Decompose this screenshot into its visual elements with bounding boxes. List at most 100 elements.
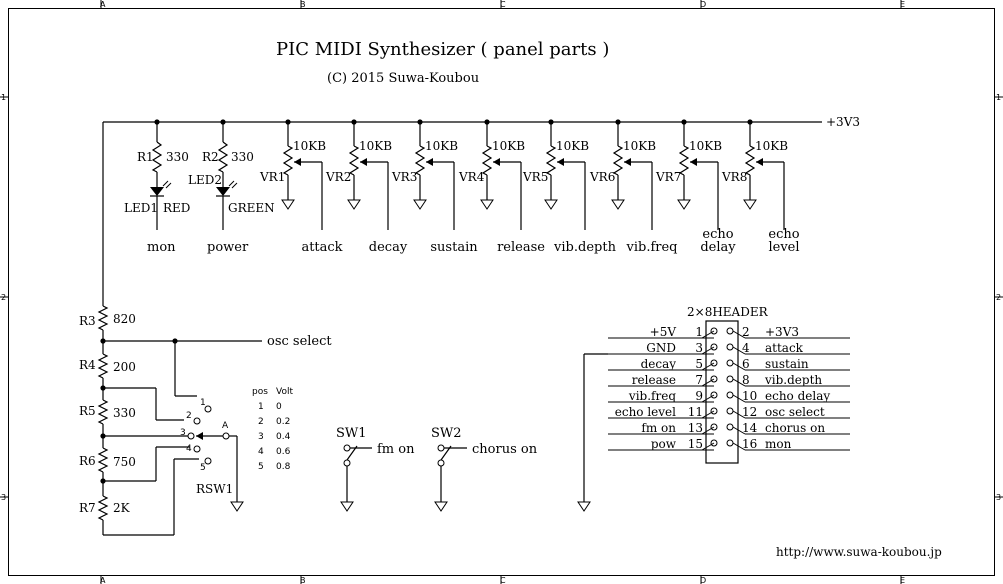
- frame-col-e-top: E: [900, 0, 905, 9]
- table-pos-2: 2: [258, 417, 264, 427]
- frame-col-a-bottom: A: [100, 576, 106, 584]
- svg-text:4: 4: [186, 444, 192, 454]
- resistor-r1-symbol: [151, 141, 163, 173]
- header-right-sig-7: chorus on: [765, 421, 825, 435]
- website-url: http://www.suwa-koubou.jp: [776, 545, 942, 559]
- frame-col-c-bottom: C: [500, 576, 506, 584]
- frame-col-e-bottom: E: [900, 576, 905, 584]
- pot-signal-5: vib.depth: [553, 240, 617, 255]
- header-right-sig-4: vib.depth: [764, 373, 822, 387]
- frame-col-c-top: C: [500, 0, 506, 9]
- led1-signal: mon: [147, 240, 176, 255]
- table-volt-3: 0.4: [276, 432, 291, 442]
- rotary-switch-rsw1: 1 2 3 4 5 A RSW1: [180, 398, 244, 512]
- header-left-pin-4: 7: [695, 373, 703, 387]
- frame-col-b-bottom: B: [300, 576, 306, 584]
- svg-text:1: 1: [200, 398, 206, 408]
- pot-signal-8-1: echo: [768, 227, 799, 242]
- frame-row-3-right: 3: [996, 493, 1001, 502]
- pot-value-1: 10KB: [293, 139, 326, 153]
- header-right-sig-1: +3V3: [765, 325, 799, 339]
- r2-value: 330: [231, 150, 254, 164]
- header-pin-2: 2+3V3: [726, 325, 850, 339]
- frame-row-2-right: 2: [996, 293, 1001, 302]
- header-name: 2×8HEADER: [687, 305, 769, 319]
- header-pin-7: release 7: [608, 373, 718, 387]
- frame-row-2-left: 2: [1, 293, 6, 302]
- led-branch-1: R1 330 LED1 RED mon: [124, 119, 190, 255]
- table-pos-3: 3: [258, 432, 264, 442]
- r6-value: 750: [113, 455, 136, 469]
- r3-value: 820: [113, 312, 136, 326]
- rsw1-ref: RSW1: [196, 482, 233, 496]
- table-volt-4: 0.6: [276, 447, 291, 457]
- header-right-sig-2: attack: [765, 341, 804, 355]
- pot-ref-3: VR3: [391, 170, 417, 184]
- table-pos-5: 5: [258, 462, 264, 472]
- pot-ref-1: VR1: [259, 170, 285, 184]
- sw1-ref: SW1: [336, 426, 367, 441]
- sw1-label: fm on: [377, 442, 415, 457]
- header-right-pin-2: 4: [742, 341, 750, 355]
- pot-signal-3: sustain: [430, 240, 478, 255]
- table-pos-1: 1: [258, 402, 264, 412]
- pot-signal-7-1: echo: [702, 227, 733, 242]
- r4-ref: R4: [79, 358, 96, 372]
- pot-signal-6: vib.freq: [626, 240, 678, 255]
- header-left-pin-8: 15: [688, 437, 703, 451]
- header-right-sig-5: echo delay: [765, 389, 830, 403]
- resistor-r2-symbol: [217, 141, 229, 173]
- table-pos-4: 4: [258, 447, 264, 457]
- header-left-sig-6: echo level: [615, 405, 676, 419]
- header-left-pin-2: 3: [695, 341, 703, 355]
- sw2-label: chorus on: [472, 442, 538, 457]
- table-volt-5: 0.8: [276, 462, 291, 472]
- header-left-sig-4: release: [632, 373, 676, 387]
- r4-value: 200: [113, 360, 136, 374]
- copyright-text: (C) 2015 Suwa-Koubou: [327, 71, 479, 86]
- frame-col-d-bottom: D: [700, 576, 706, 584]
- pot-ref-7: VR7: [655, 170, 681, 184]
- header-left-pin-3: 5: [695, 357, 703, 371]
- led1-ref: LED1: [124, 201, 158, 215]
- pot-signal-7-2: delay: [700, 240, 736, 255]
- header-left-sig-8: pow: [651, 437, 677, 451]
- header-left-pin-5: 9: [695, 389, 703, 403]
- pot-signal-2: decay: [369, 240, 408, 255]
- frame-col-d-top: D: [700, 0, 706, 9]
- pot-signal-8-2: level: [768, 240, 799, 255]
- resistor-ladder: R3 820 R4 200 R5 330 R6 750 R7 2K osc se…: [79, 305, 332, 536]
- pot-value-7: 10KB: [689, 139, 722, 153]
- pot-value-4: 10KB: [492, 139, 525, 153]
- r5-ref: R5: [79, 404, 96, 418]
- r2-ref: R2: [202, 150, 219, 164]
- led2-ref: LED2: [188, 173, 222, 187]
- led-branch-2: R2 330 LED2 GREEN power: [188, 119, 275, 255]
- frame-col-b-top: B: [300, 0, 306, 9]
- r3-ref: R3: [79, 314, 96, 328]
- frame-col-a-top: A: [100, 0, 106, 9]
- switch-sw2: SW2 chorus on: [431, 426, 538, 512]
- pot-ref-2: VR2: [325, 170, 351, 184]
- pot-value-5: 10KB: [556, 139, 589, 153]
- r6-ref: R6: [79, 454, 96, 468]
- led1-symbol: [150, 187, 164, 196]
- rsw1-common: A: [222, 421, 229, 431]
- table-header-volt: Volt: [276, 387, 293, 397]
